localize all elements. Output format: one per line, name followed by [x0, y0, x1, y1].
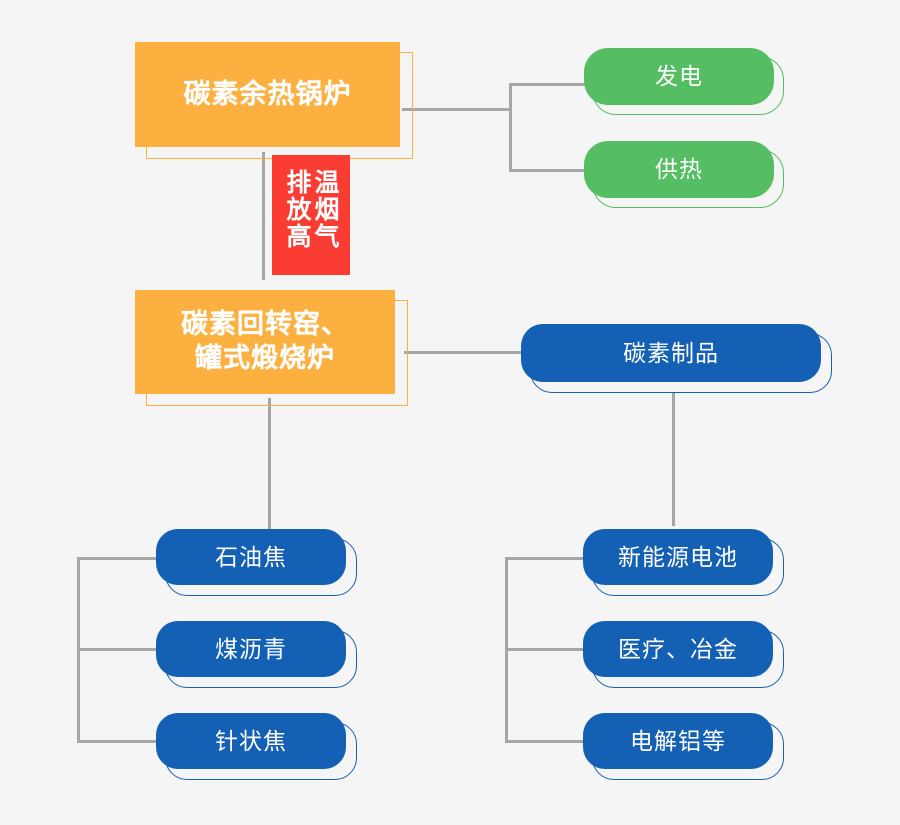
- connector-kiln-down: [268, 398, 271, 530]
- connector-bracket-to-needle-coke: [77, 740, 157, 743]
- connector-carbon-products-down: [672, 393, 675, 526]
- node-medical-metallurgy[interactable]: 医疗、冶金: [583, 621, 773, 677]
- carbon-products-label: 碳素制品: [623, 339, 719, 366]
- node-power-generation[interactable]: 发电: [584, 48, 774, 105]
- power-generation-label: 发电: [655, 63, 703, 90]
- node-petroleum-coke[interactable]: 石油焦: [156, 529, 346, 585]
- petroleum-coke-label: 石油焦: [215, 543, 287, 570]
- connector-kiln-to-carbon-products: [404, 351, 522, 354]
- needle-coke-label: 针状焦: [215, 727, 287, 754]
- connector-green-bracket-spine: [509, 83, 512, 172]
- connector-bracket-to-power-generation: [509, 83, 591, 86]
- connector-boiler-to-bracket: [402, 108, 512, 111]
- medical-metallurgy-label: 医疗、冶金: [618, 635, 738, 662]
- connector-bracket-to-electrolytic-aluminum: [505, 740, 585, 743]
- emission-column-right: 温烟气: [311, 169, 339, 250]
- connector-bracket-to-heat-supply: [509, 169, 591, 172]
- connector-bracket-to-new-energy-battery: [505, 557, 585, 560]
- connector-bracket-to-medical-metallurgy: [505, 648, 585, 651]
- emission-column-left: 排放高: [283, 169, 311, 250]
- node-carbon-kiln[interactable]: 碳素回转窑、 罐式煅烧炉: [135, 290, 395, 394]
- node-coal-tar-pitch[interactable]: 煤沥青: [156, 621, 346, 677]
- connector-bracket-to-coal-tar-pitch: [77, 648, 157, 651]
- node-high-temp-flue-gas-emission[interactable]: 温烟气 排放高: [272, 155, 350, 275]
- coal-tar-pitch-label: 煤沥青: [215, 635, 287, 662]
- electrolytic-aluminum-label: 电解铝等: [630, 727, 726, 754]
- node-new-energy-battery[interactable]: 新能源电池: [583, 529, 773, 585]
- node-needle-coke[interactable]: 针状焦: [156, 713, 346, 769]
- node-carbon-products[interactable]: 碳素制品: [521, 324, 821, 382]
- connector-boiler-to-kiln: [262, 152, 265, 280]
- carbon-kiln-label: 碳素回转窑、 罐式煅烧炉: [181, 309, 349, 373]
- connector-bracket-to-petroleum-coke: [77, 557, 157, 560]
- new-energy-battery-label: 新能源电池: [618, 543, 738, 570]
- node-heat-supply[interactable]: 供热: [584, 141, 774, 198]
- heat-supply-label: 供热: [655, 156, 703, 183]
- node-electrolytic-aluminum[interactable]: 电解铝等: [583, 713, 773, 769]
- waste-heat-boiler-label: 碳素余热锅炉: [183, 78, 352, 109]
- node-waste-heat-boiler[interactable]: 碳素余热锅炉: [135, 42, 400, 147]
